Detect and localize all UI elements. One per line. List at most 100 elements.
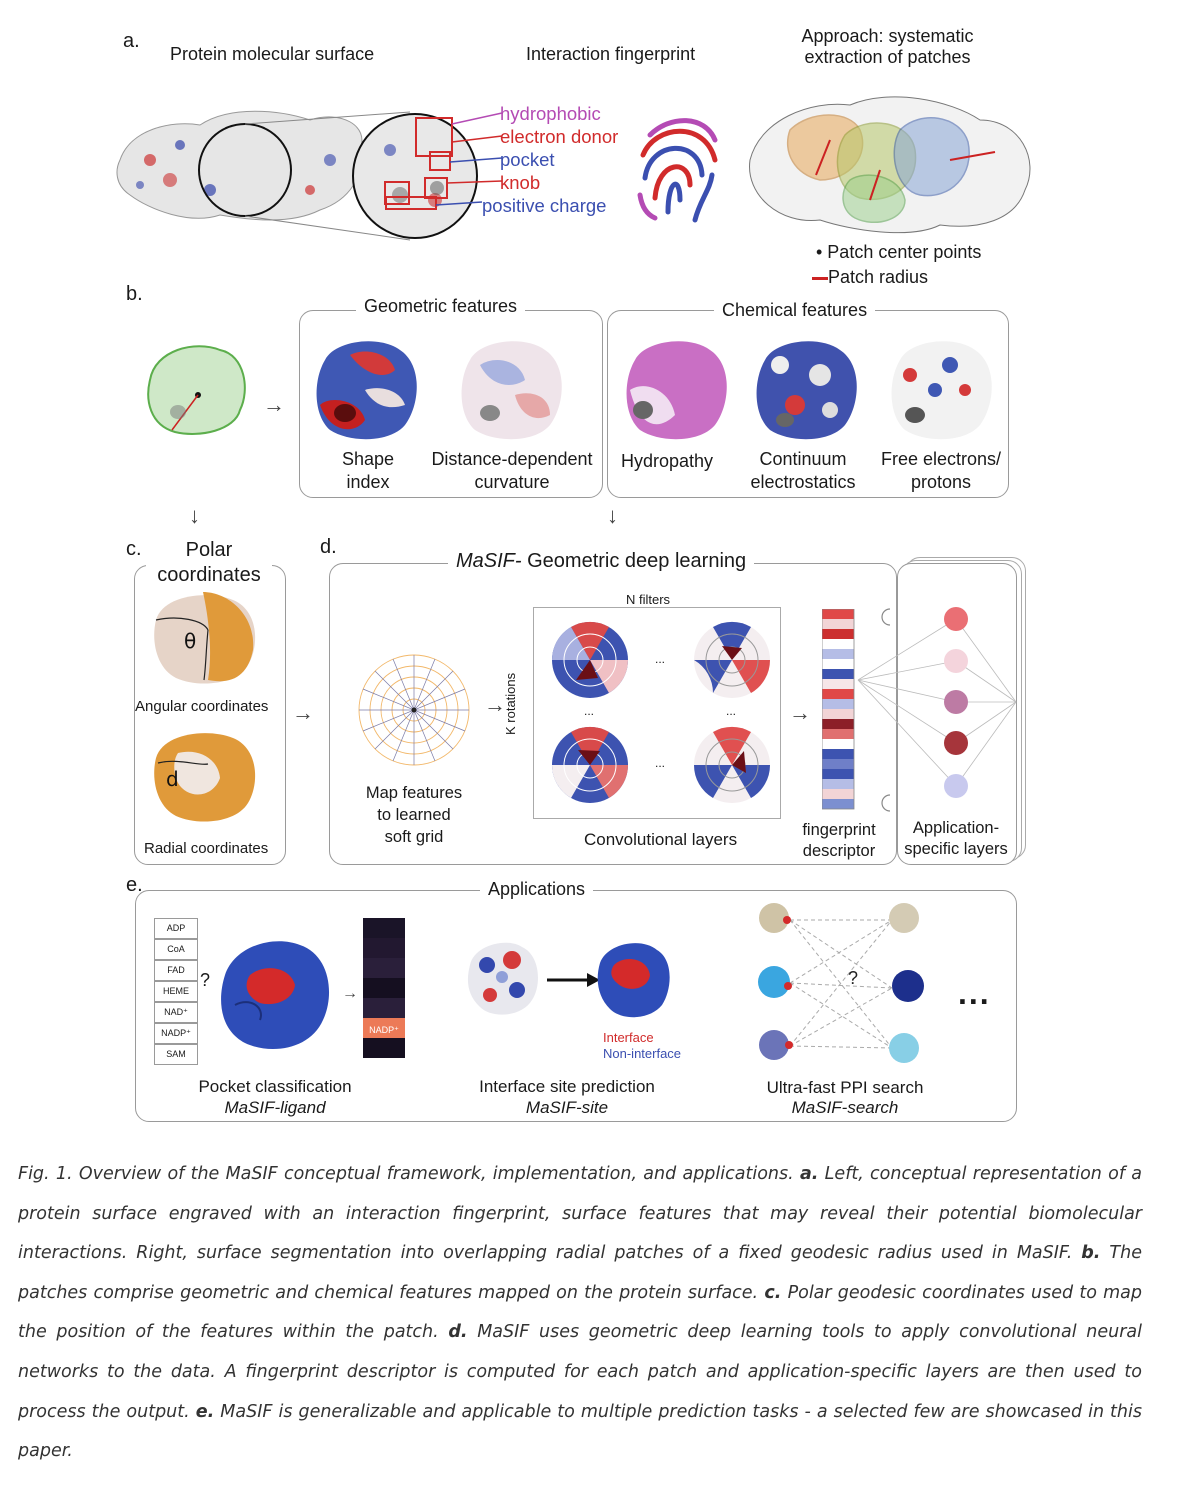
panel-a-title-left: Protein molecular surface bbox=[170, 44, 375, 64]
geometric-features-title: Geometric features bbox=[356, 296, 526, 317]
feature-list: hydrophobic electron donor pocket knob p… bbox=[482, 102, 619, 217]
input-patch-image bbox=[147, 345, 246, 435]
arrow-d-grid: → bbox=[484, 692, 506, 717]
dots-row-1: ... bbox=[655, 652, 666, 666]
legend-patch-radius: Patch radius bbox=[812, 267, 928, 288]
dots-row-2: ... bbox=[655, 756, 666, 770]
more-applications-ellipsis: ... bbox=[958, 975, 991, 1011]
app-node-5 bbox=[944, 774, 968, 798]
ppi-search-image: ? bbox=[758, 903, 924, 1063]
hydropathy-label: Hydropathy bbox=[621, 451, 714, 471]
k-rotations-label: K rotations bbox=[503, 672, 518, 735]
arrow-b-down-left: ↓ bbox=[189, 503, 200, 528]
arrow-e-pocket: → bbox=[342, 985, 358, 1002]
panel-a-title-right: Approach: systematic extraction of patch… bbox=[801, 26, 974, 67]
arrow-b-down-right: ↓ bbox=[607, 503, 618, 528]
panel-b-label: b. bbox=[126, 283, 143, 305]
radial-coordinates-label: Radial coordinates bbox=[144, 840, 269, 857]
figure-caption: Fig. 1. Overview of the MaSIF conceptual… bbox=[18, 1164, 1142, 1462]
radial-coordinates-image: d bbox=[154, 733, 256, 822]
patch-radius-swatch bbox=[812, 276, 828, 280]
panel-e-label: e. bbox=[126, 874, 143, 896]
nadp-bar-label: NADP⁺ bbox=[369, 1025, 399, 1035]
dots-col-2: ... bbox=[726, 704, 737, 718]
curvature-patch bbox=[461, 341, 562, 440]
arrow-d-fingerprint: → bbox=[789, 700, 811, 725]
pocket-protein-image bbox=[221, 941, 330, 1050]
free-electrons-patch bbox=[891, 341, 992, 440]
app-node-1 bbox=[944, 607, 968, 631]
electrostatics-patch bbox=[756, 341, 857, 440]
pocket-classification-bar bbox=[363, 918, 405, 1058]
ppi-protein-slate-left bbox=[759, 1030, 793, 1060]
convolution-filters bbox=[551, 621, 771, 803]
legend-patch-center: • Patch center points bbox=[816, 242, 982, 262]
panel-d-label: d. bbox=[320, 536, 337, 558]
panel-c-label: c. bbox=[126, 538, 142, 560]
feature-positive-charge: positive charge bbox=[482, 195, 607, 216]
convolution-filters-grid bbox=[533, 607, 781, 819]
filter-disc-4 bbox=[693, 726, 771, 803]
applications-title: Applications bbox=[480, 879, 594, 900]
feature-patches bbox=[316, 341, 992, 440]
theta-symbol: θ bbox=[184, 629, 196, 653]
filter-disc-2 bbox=[694, 621, 771, 698]
arrow-c-right: → bbox=[292, 700, 314, 725]
zoomed-surface-circle bbox=[352, 112, 503, 239]
convolutional-layers-label: Convolutional layers bbox=[584, 830, 738, 849]
ligand-item: SAM bbox=[154, 1044, 198, 1065]
free-electrons-label: Free electrons/protons bbox=[880, 449, 1002, 492]
filter-disc-1 bbox=[551, 621, 629, 698]
non-interface-legend: Non-interface bbox=[603, 1046, 682, 1061]
n-filters-label: N filters bbox=[626, 592, 671, 607]
ppi-protein-navy-right bbox=[892, 970, 924, 1002]
interface-prediction-image bbox=[467, 942, 670, 1018]
protein-surface-image bbox=[116, 110, 411, 241]
geometric-deep-learning-title: MaSIF- Geometric deep learning bbox=[448, 550, 755, 573]
arrow-b-right: → bbox=[263, 392, 285, 417]
chemical-features-title: Chemical features bbox=[714, 300, 876, 321]
app-node-2 bbox=[944, 649, 968, 673]
app-specific-layers-label: Application-specific layers bbox=[904, 819, 1008, 858]
fingerprint-icon bbox=[637, 118, 718, 223]
dots-col-1: ... bbox=[584, 704, 595, 718]
feature-electron-donor: electron donor bbox=[500, 126, 619, 147]
ppi-protein-lightblue-right bbox=[889, 1033, 919, 1063]
ligand-item: HEME bbox=[154, 981, 198, 1002]
ppi-protein-cyan-left bbox=[758, 966, 792, 998]
ppi-protein-tan-left bbox=[759, 903, 791, 933]
interface-legend: Interface bbox=[603, 1030, 654, 1045]
soft-grid-image bbox=[358, 654, 470, 766]
filter-disc-3 bbox=[551, 726, 629, 803]
feature-hydrophobic: hydrophobic bbox=[500, 103, 601, 124]
feature-pocket: pocket bbox=[500, 149, 555, 170]
patch-surface bbox=[749, 96, 1031, 234]
ligand-item: ADP bbox=[154, 918, 198, 939]
panel-a-label: a. bbox=[123, 30, 140, 52]
ligand-item: NAD⁺ bbox=[154, 1002, 198, 1023]
fingerprint-descriptor-bar bbox=[822, 609, 855, 810]
ligand-item: NADP⁺ bbox=[154, 1023, 198, 1044]
pocket-question-mark: ? bbox=[200, 970, 211, 990]
panel-a-illustration bbox=[116, 96, 1031, 241]
angular-coordinates-image: θ bbox=[154, 592, 256, 684]
app-node-3 bbox=[944, 690, 968, 714]
d-symbol: d bbox=[166, 767, 179, 791]
hydropathy-patch bbox=[626, 341, 727, 440]
ligand-item: FAD bbox=[154, 960, 198, 981]
app-node-4 bbox=[944, 731, 968, 755]
ppi-protein-tan-right bbox=[889, 903, 919, 933]
ligand-item: CoA bbox=[154, 939, 198, 960]
panel-a-title-mid: Interaction fingerprint bbox=[526, 44, 696, 64]
feature-knob: knob bbox=[500, 172, 541, 193]
ppi-question-mark: ? bbox=[848, 968, 858, 988]
